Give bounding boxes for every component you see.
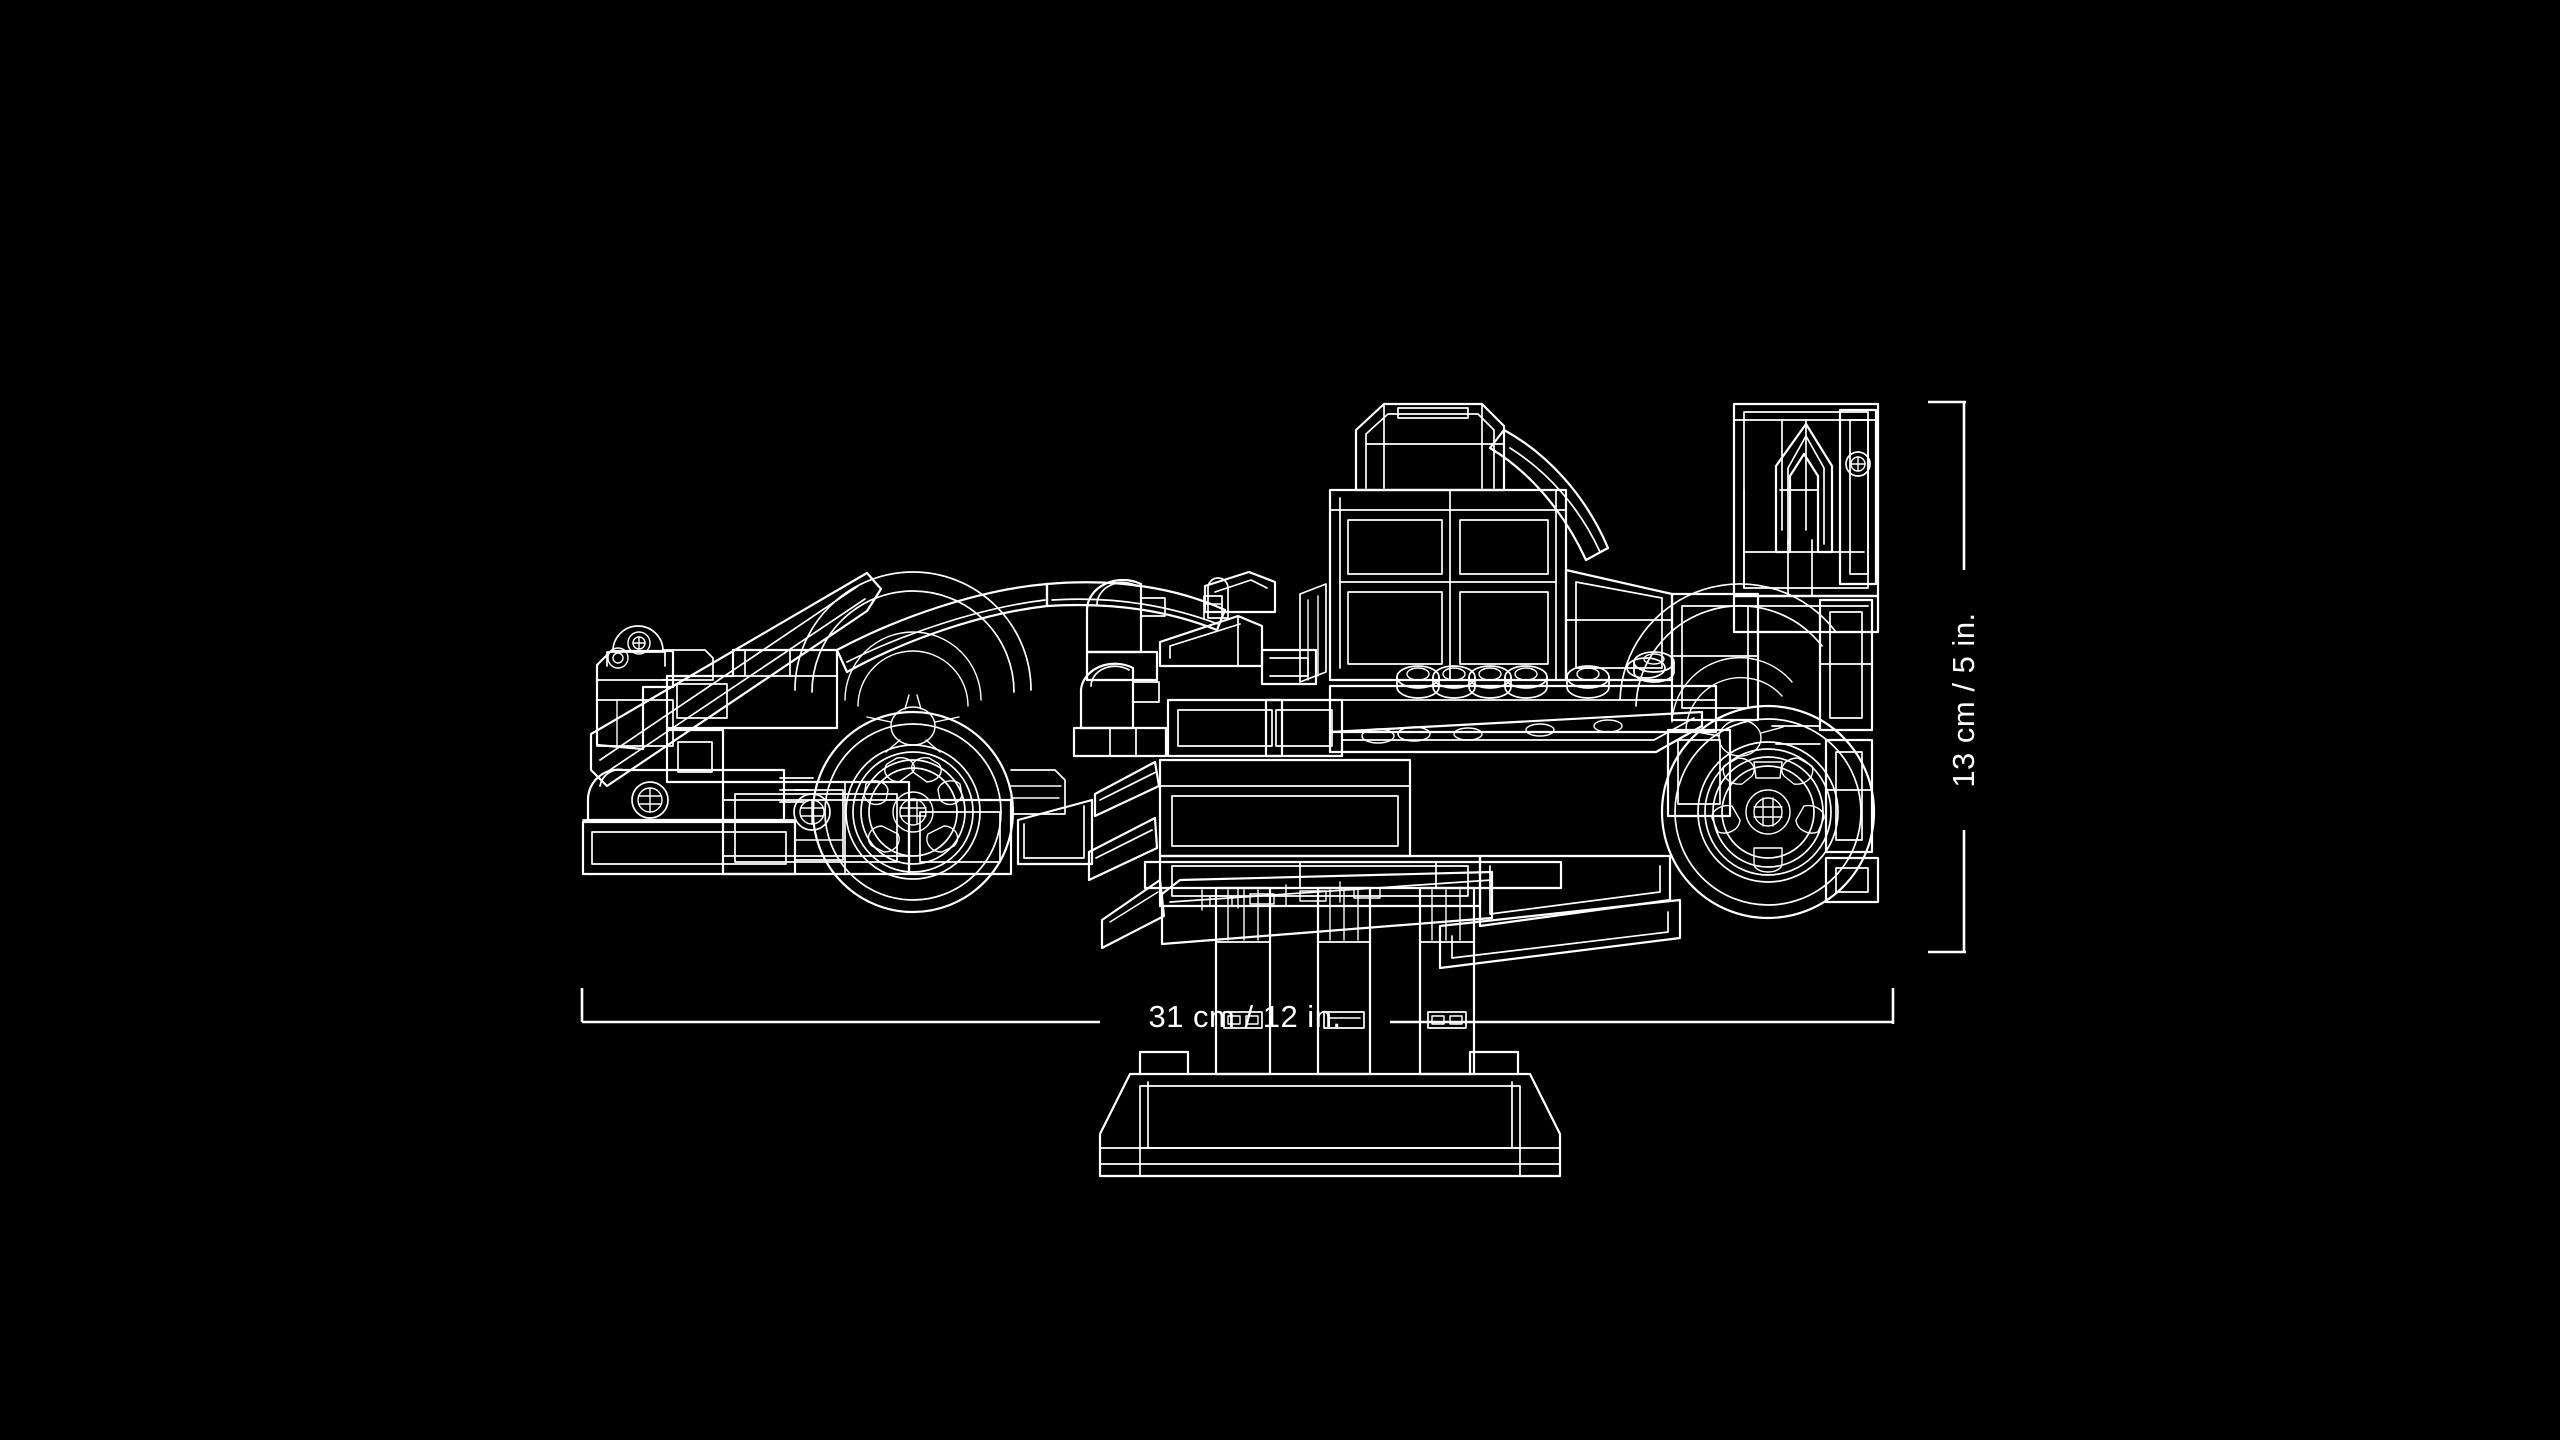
rear-bodywork (1666, 592, 1880, 904)
floor-studs (1361, 719, 1623, 744)
lego-studs-row (1396, 651, 1675, 699)
width-dimension-label: 31 cm / 12 in. (1148, 999, 1342, 1034)
front-wheel (779, 710, 1066, 914)
height-dimension-line (1928, 400, 1966, 954)
rear-wheel (1660, 704, 1876, 920)
height-dimension-label: 13 cm / 5 in. (1946, 612, 1981, 788)
cockpit-section (1045, 570, 1344, 758)
display-stand (1098, 860, 1563, 1178)
front-wing (581, 571, 883, 876)
floor-and-lower-chassis (1016, 758, 1682, 970)
engine-cover-airbox (1328, 402, 1610, 682)
width-dimension-label-wrap: 31 cm / 12 in. (1100, 996, 1390, 1038)
width-dimension-line (580, 988, 1895, 1024)
rear-wing (1732, 402, 1880, 634)
